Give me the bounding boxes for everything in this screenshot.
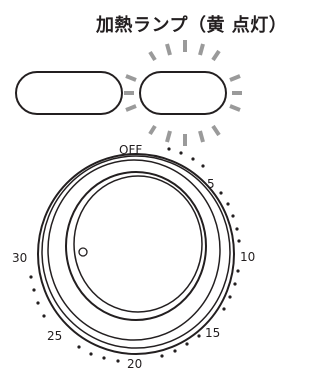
heating-lamp-heading: 加熱ランプ（黄 点灯） [96, 15, 288, 36]
heating-lamp-indicator [139, 71, 227, 115]
dial-label-off: OFF [119, 143, 142, 157]
dial-scale-dots [29, 147, 241, 363]
dial-label-15: 15 [205, 326, 220, 340]
dial-label-30: 30 [12, 251, 27, 265]
dial-label-5: 5 [207, 177, 215, 191]
dial-label-20: 20 [127, 357, 142, 370]
indicator-lamp-left [15, 71, 123, 115]
knob-pointer-dot [78, 247, 88, 257]
timer-knob[interactable] [37, 153, 235, 355]
dial-label-10: 10 [240, 250, 255, 264]
lamp-glow-rays [124, 40, 242, 146]
dial-label-25: 25 [47, 329, 62, 343]
